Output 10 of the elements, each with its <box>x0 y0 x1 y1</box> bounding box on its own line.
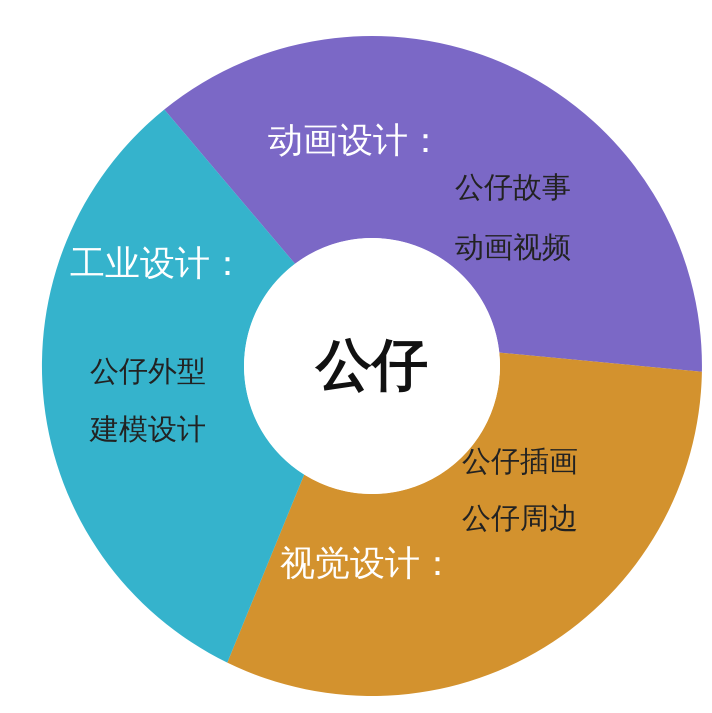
segment-item: 动画视频 <box>455 232 571 264</box>
segment-heading: 工业设计： <box>70 245 245 284</box>
center-title: 公仔 <box>314 332 429 400</box>
segment-item: 公仔插画 <box>462 446 578 478</box>
segment-heading: 视觉设计： <box>280 545 455 584</box>
segment-heading: 动画设计： <box>268 122 443 160</box>
segment-item: 公仔外型 <box>90 356 206 388</box>
segment-item: 公仔故事 <box>455 172 571 204</box>
segment-item: 公仔周边 <box>462 503 578 535</box>
segment-item: 建模设计 <box>90 414 206 446</box>
